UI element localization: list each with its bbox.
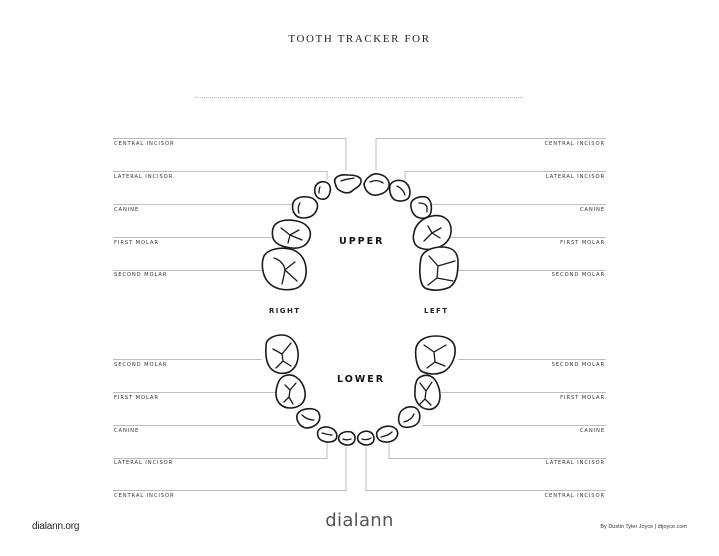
guide-lower-left-central-incisor [365,447,606,491]
left-side-label: LEFT [424,307,449,315]
lower-right-teeth [265,334,356,446]
tooth-lower-right-lateral-incisor[interactable] [316,426,338,443]
label-lower-left-second-molar: SECOND MOLAR [551,362,605,368]
footer-logo: dialann [325,510,394,531]
label-upper-left-central-incisor: CENTRAL INCISOR [544,141,605,147]
lower-left-teeth [356,335,456,446]
tooth-lower-left-lateral-incisor[interactable] [375,425,399,443]
tooth-upper-left-second-molar[interactable] [419,246,459,291]
right-side-label: RIGHT [269,307,301,315]
lower-left-guides [365,359,606,491]
page-title: TOOTH TRACKER FOR [288,33,431,45]
upper-right-teeth [261,174,362,291]
tooth-lower-right-canine[interactable] [296,407,321,429]
guide-lower-left-lateral-incisor [388,440,606,459]
label-lower-right-first-molar: FIRST MOLAR [114,395,159,401]
label-lower-left-canine: CANINE [579,428,605,434]
lower-right-guides [113,359,347,491]
tooth-lower-left-first-molar[interactable] [414,374,441,411]
upper-arch-label: UPPER [339,236,385,247]
label-upper-right-second-molar: SECOND MOLAR [114,272,168,278]
label-lower-left-lateral-incisor: LATERAL INCISOR [545,460,605,466]
guide-upper-left-central-incisor [375,138,606,170]
footer-credit: By Dustin Tyler Joyce | dtjoyce.com [600,524,687,530]
tooth-upper-right-lateral-incisor[interactable] [313,180,332,200]
tooth-upper-right-central-incisor[interactable] [333,174,362,194]
upper-left-guides [375,138,606,271]
label-upper-left-second-molar: SECOND MOLAR [551,272,605,278]
guide-lower-right-lateral-incisor [113,440,328,459]
tooth-upper-right-canine[interactable] [291,195,319,219]
guide-upper-right-central-incisor [113,138,347,170]
label-lower-right-canine: CANINE [114,428,140,434]
label-lower-left-central-incisor: CENTRAL INCISOR [544,493,605,499]
tooth-lower-left-second-molar[interactable] [414,335,456,375]
tooth-upper-left-lateral-incisor[interactable] [388,179,411,202]
label-upper-right-lateral-incisor: LATERAL INCISOR [114,174,174,180]
footer-site-link[interactable]: dialann.org [32,521,80,532]
tooth-lower-right-central-incisor[interactable] [337,430,356,446]
label-lower-left-first-molar: FIRST MOLAR [560,395,605,401]
label-lower-right-central-incisor: CENTRAL INCISOR [114,493,175,499]
label-lower-right-lateral-incisor: LATERAL INCISOR [114,460,174,466]
guide-lower-right-central-incisor [113,447,347,491]
name-entry-line[interactable] [195,97,523,98]
label-upper-right-central-incisor: CENTRAL INCISOR [114,141,175,147]
label-lower-right-second-molar: SECOND MOLAR [114,362,168,368]
tooth-upper-left-canine[interactable] [410,195,433,220]
guide-upper-right-lateral-incisor [113,171,328,180]
label-upper-left-first-molar: FIRST MOLAR [560,240,605,246]
tooth-upper-left-first-molar[interactable] [412,214,452,251]
tooth-upper-left-central-incisor[interactable] [363,173,390,196]
tooth-lower-left-central-incisor[interactable] [356,430,375,446]
tooth-lower-left-canine[interactable] [397,406,421,429]
label-upper-left-lateral-incisor: LATERAL INCISOR [545,174,605,180]
tooth-upper-right-first-molar[interactable] [271,219,312,249]
guide-upper-left-lateral-incisor [404,171,606,180]
tooth-lower-right-first-molar[interactable] [275,374,306,409]
label-upper-left-canine: CANINE [579,207,605,213]
label-upper-right-canine: CANINE [114,207,140,213]
upper-right-guides [113,138,347,271]
tooth-lower-right-second-molar[interactable] [265,334,299,375]
upper-left-teeth [363,173,459,291]
tooth-upper-right-second-molar[interactable] [261,247,307,291]
label-upper-right-first-molar: FIRST MOLAR [114,240,159,246]
lower-arch-label: LOWER [337,374,386,385]
